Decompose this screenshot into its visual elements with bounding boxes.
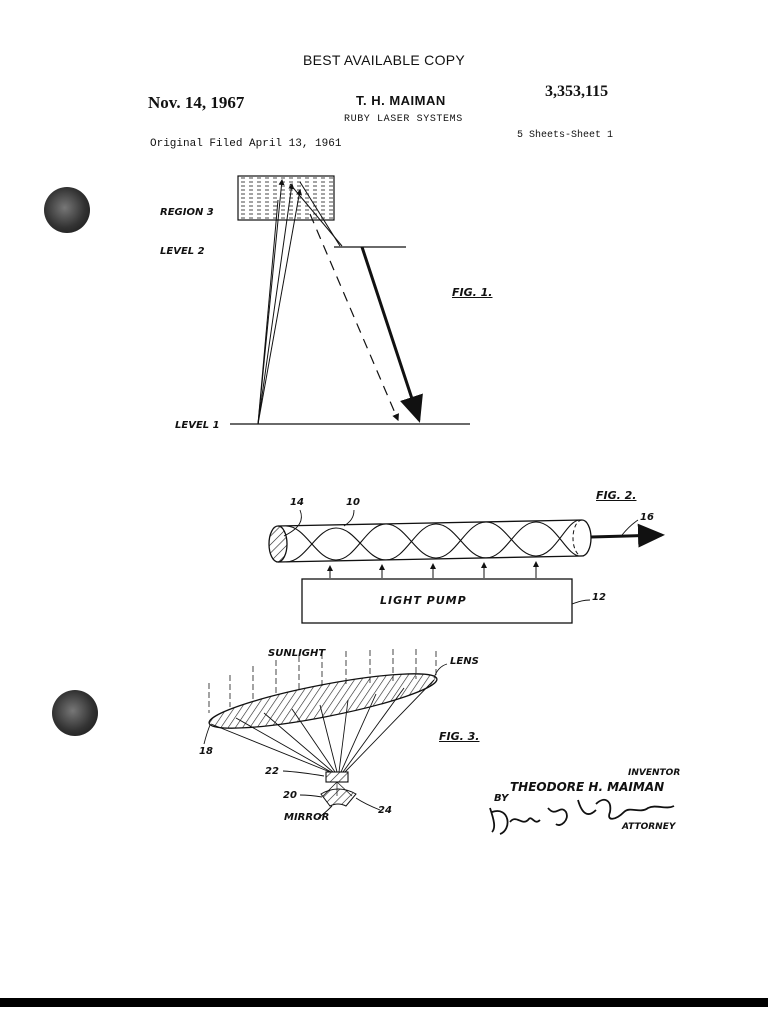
laser-transition-arrow	[360, 246, 423, 423]
fig2-label: FIG. 2.	[596, 489, 637, 502]
rod-far-end	[581, 519, 592, 557]
ref-10-label: 10	[346, 497, 360, 508]
focus-ray	[263, 712, 334, 773]
fig1-energy-diagram	[230, 175, 470, 425]
fig1-label: FIG. 1.	[452, 286, 493, 299]
focus-ray	[338, 699, 349, 773]
patent-number: 3,353,115	[545, 83, 609, 100]
leader-16	[621, 519, 639, 536]
leader-lens	[433, 663, 448, 679]
lens-label: LENS	[450, 656, 479, 667]
fig2-ruby-rod	[268, 509, 665, 624]
leader-10	[343, 509, 355, 527]
ref-18-label: 18	[199, 746, 213, 757]
patent-title: RUBY LASER SYSTEMS	[344, 114, 463, 125]
focus-ray	[291, 708, 336, 773]
ref-16-label: 16	[640, 512, 654, 523]
patent-date: Nov. 14, 1967	[148, 93, 245, 112]
mirror-ray	[336, 781, 353, 797]
standing-wave	[285, 519, 581, 561]
focus-ray	[344, 679, 435, 773]
sheet-count: 5 Sheets-Sheet 1	[517, 130, 614, 141]
output-beam-arrow	[590, 523, 665, 548]
ref-20-label: 20	[283, 790, 297, 801]
level2-label: LEVEL 2	[160, 246, 205, 257]
by-label: BY	[494, 793, 509, 804]
focus-ray	[342, 687, 405, 773]
attorney-label: ATTORNEY	[622, 822, 676, 832]
ruby-crystal	[325, 771, 349, 783]
light-pump-label: LIGHT PUMP	[380, 594, 467, 607]
ref-24-label: 24	[378, 805, 392, 816]
decay-ray	[299, 181, 341, 247]
fig3-solar-pump	[203, 649, 448, 819]
leader-24	[355, 797, 381, 811]
punch-hole-top	[44, 187, 90, 233]
leader-14	[283, 509, 302, 537]
fluorescence-arrow	[309, 213, 399, 422]
sunlight-label: SUNLIGHT	[268, 648, 326, 659]
mirror-ray	[322, 781, 338, 797]
rod-bottom-edge	[277, 555, 583, 563]
rod-far-end-hidden	[572, 519, 583, 557]
ref-22-label: 22	[265, 766, 279, 777]
inventor-signature: THEODORE H. MAIMAN	[510, 780, 665, 794]
lens	[208, 673, 438, 729]
region3-band	[237, 175, 335, 221]
light-pump-box	[301, 578, 573, 624]
mirror	[320, 788, 357, 807]
fig3-label: FIG. 3.	[439, 730, 480, 743]
leader-12	[571, 599, 591, 605]
focus-ray	[210, 723, 331, 773]
excitation-ray	[257, 189, 303, 425]
focus-ray	[340, 693, 377, 773]
level1-label: LEVEL 1	[175, 420, 220, 431]
filing-date: Original Filed April 13, 1961	[150, 138, 342, 150]
leader-mirror	[317, 805, 333, 819]
mirror-label: MIRROR	[284, 812, 330, 823]
leader-20	[299, 794, 323, 798]
ref-12-label: 12	[592, 592, 606, 603]
region3-label: REGION 3	[160, 207, 214, 218]
attorney-signature	[489, 798, 675, 835]
excitation-ray	[257, 199, 279, 425]
punch-hole-bottom	[52, 690, 98, 736]
standing-wave	[285, 521, 581, 563]
excitation-ray	[257, 183, 295, 425]
focus-ray	[235, 717, 332, 773]
inventor-label: INVENTOR	[628, 768, 681, 778]
rod-top-edge	[277, 519, 583, 527]
inventor-name: T. H. MAIMAN	[356, 93, 446, 108]
best-available-copy-stamp: BEST AVAILABLE COPY	[302, 52, 466, 68]
leader-18	[203, 724, 211, 745]
leader-22	[282, 770, 325, 777]
rod-end-face	[268, 525, 288, 563]
ref-14-label: 14	[290, 497, 304, 508]
focus-ray	[319, 704, 338, 773]
page-bottom-border	[0, 998, 768, 1007]
